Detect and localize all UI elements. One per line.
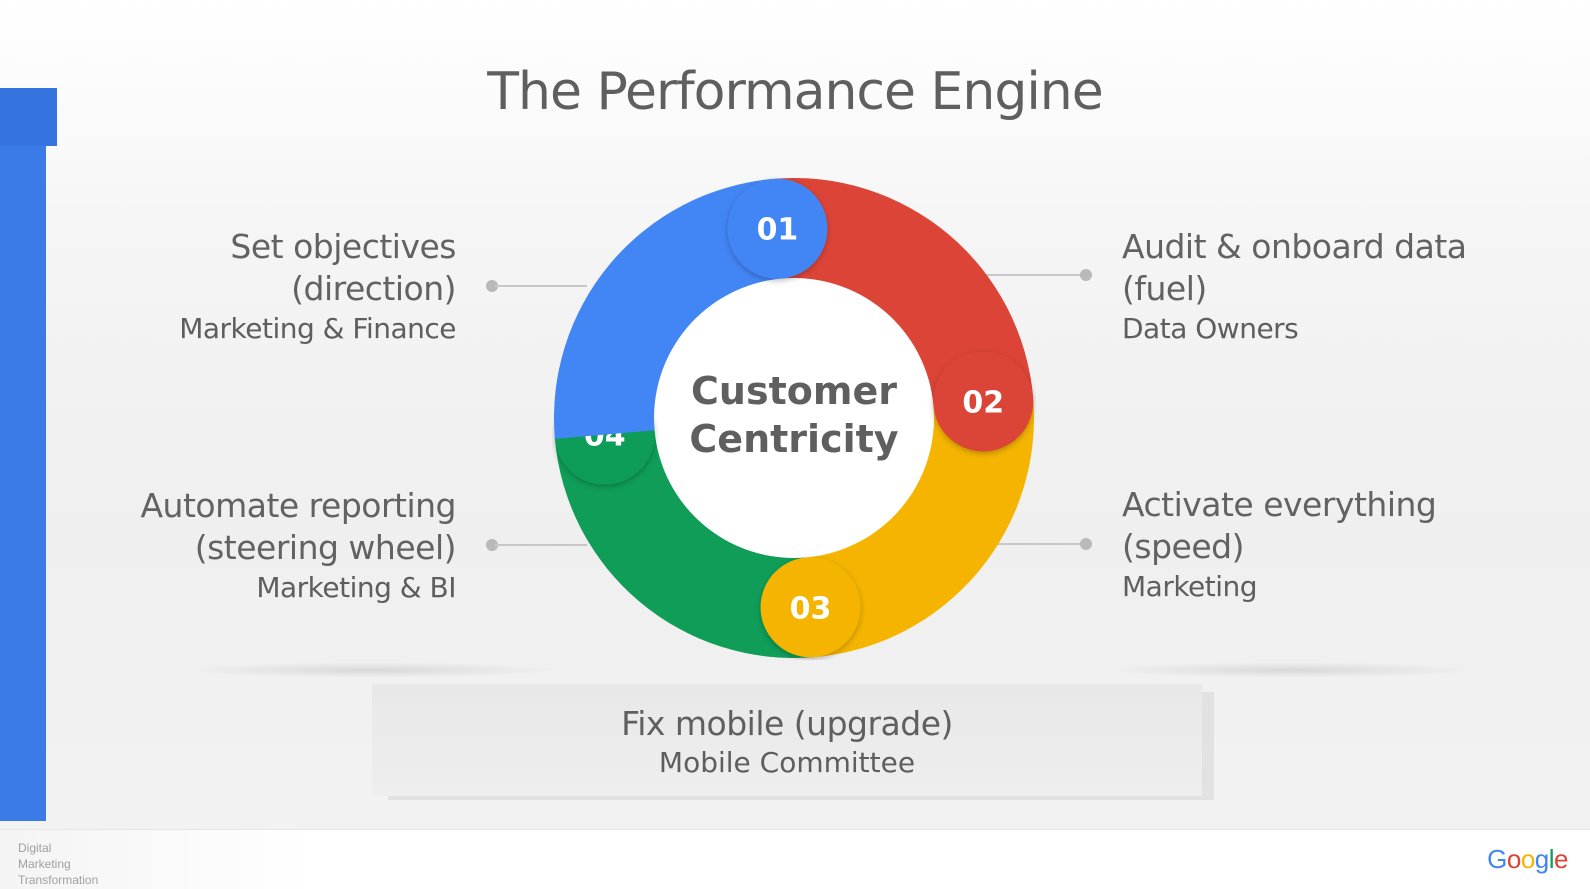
google-logo: Google [1487,844,1568,875]
label-owner: Marketing [1122,570,1258,603]
ring-segment-cap [727,178,828,279]
label-title-line1: Automate reporting [140,486,456,525]
connector-dot-bottom-right [1080,538,1092,550]
label-owner: Data Owners [1122,312,1299,345]
connector-line-bottom-right [985,543,1085,545]
ring-segment-body [773,178,1034,406]
connector-line-top-left [495,285,587,287]
label-title-line2: (steering wheel) [194,528,457,567]
ring-inner-background [606,230,982,606]
slide-title: The Performance Engine [487,62,1104,122]
ring-segment-body [554,430,815,658]
label-activate-everything: Activate everything (speed) Marketing [1122,484,1562,606]
footer-brand-line3: Transformation [18,873,99,887]
ring-segment-body [806,397,1034,658]
google-logo-letter: e [1554,844,1568,874]
connector-dot-bottom-left [486,539,498,551]
connector-dot-top-right [1080,269,1092,281]
label-title-line1: Activate everything [1122,485,1437,524]
google-logo-letter: o [1506,844,1521,874]
label-audit-onboard: Audit & onboard data (fuel) Data Owners [1122,226,1562,348]
footer-brand-line1: Digital [18,841,52,855]
label-title-line1: Set objectives [230,227,456,266]
ring-segment-number: 02 [962,385,1004,420]
label-owner: Marketing & Finance [179,312,456,345]
connector-dot-top-left [486,280,498,292]
footer-brand-text: Digital Marketing Transformation [18,840,98,888]
left-accent-tab [0,88,57,146]
label-title-line2: (speed) [1122,527,1244,566]
ring-segment-body [554,178,782,439]
center-text-line1: Customer [691,369,897,413]
ring-segment-cap [760,557,861,658]
ring-segment-03: 03 [760,397,1034,658]
fix-mobile-box: Fix mobile (upgrade) Mobile Committee [372,684,1202,796]
label-set-objectives: Set objectives (direction) Marketing & F… [36,226,456,348]
google-logo-letter: l [1548,844,1555,874]
label-automate-reporting: Automate reporting (steering wheel) Mark… [36,485,456,607]
label-title-line2: (direction) [291,269,456,308]
ring-segment-01: 01 [554,178,828,439]
google-logo-letter: g [1534,844,1549,874]
left-accent-bar [0,88,57,821]
shadow-right [1100,662,1480,678]
center-text-line2: Centricity [689,417,898,461]
label-owner: Marketing & BI [256,571,456,604]
fix-mobile-title: Fix mobile (upgrade) [621,704,953,743]
connector-line-top-right [985,274,1085,276]
ring-segment-02: 02 [773,178,1034,452]
shadow-left [180,662,560,678]
google-logo-letter: o [1520,844,1535,874]
connector-line-bottom-left [495,544,587,546]
google-logo-letter: G [1487,844,1507,874]
ring-segment-number: 01 [757,213,799,248]
footer-brand-area: Digital Marketing Transformation [0,830,308,889]
label-title-line2: (fuel) [1122,269,1207,308]
ring-segment-number: 03 [790,591,832,626]
footer-brand-line2: Marketing [18,857,71,871]
fix-mobile-owner: Mobile Committee [658,746,916,779]
footer: Digital Marketing Transformation Google [0,829,1590,889]
label-title-line1: Audit & onboard data [1122,227,1467,266]
ring-segment-cap [933,351,1034,452]
